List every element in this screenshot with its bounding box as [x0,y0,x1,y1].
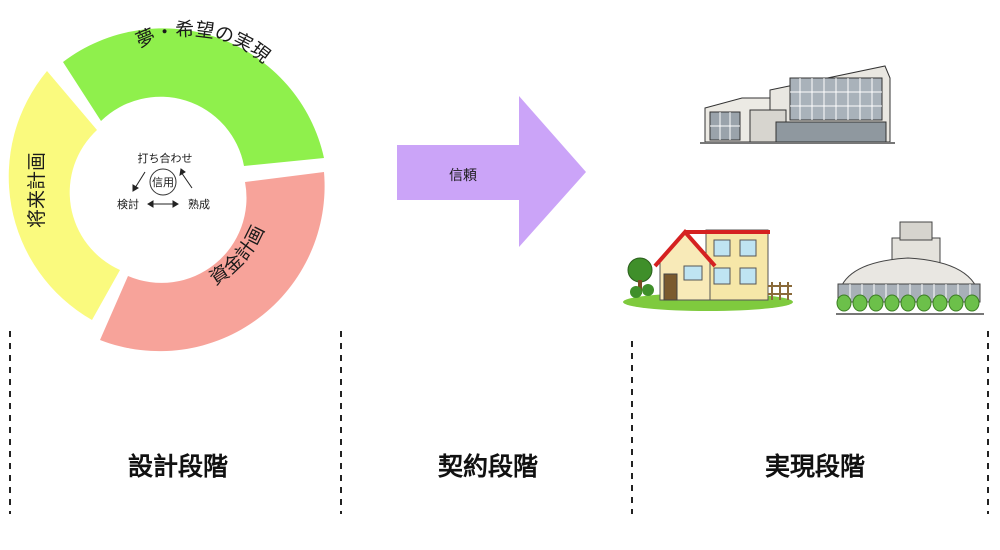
stage-label-design: 設計段階 [127,452,228,481]
facility-illustration [836,221,984,315]
cycle-ring: 夢・希望の実現 資金計画 将来計画 [8,18,325,352]
office-building-illustration [700,65,895,144]
stage-label-contract: 契約段階 [437,452,538,481]
center-left-label: 検討 [117,197,139,211]
trust-arrow-label: 信頼 [449,168,477,184]
trust-circle [149,168,177,196]
stage-label-realization: 実現段階 [764,452,865,481]
center-right-label: 熟成 [188,197,210,211]
house-illustration [623,228,793,311]
trust-arrow: 信頼 [397,96,586,247]
center-top-label: 打ち合わせ [138,151,193,165]
arrow-right-line [180,171,193,189]
arrow-right-head [179,168,186,176]
segment-dream [63,28,324,167]
center-middle-label: 信用 [152,176,174,189]
trust-arrow-shape [397,96,586,247]
arrow-left-head [132,184,139,192]
stage-dividers [9,331,989,514]
arrow-bottom-head-right [172,200,179,208]
segment-funding [100,172,325,352]
center-cycle: 打ち合わせ 検討 熟成 信用 [85,101,245,261]
segment-future [8,71,120,320]
segment-future-label: 将来計画 [26,152,48,228]
arrow-bottom-head-left [147,200,154,208]
arrow-left-line [134,171,146,189]
